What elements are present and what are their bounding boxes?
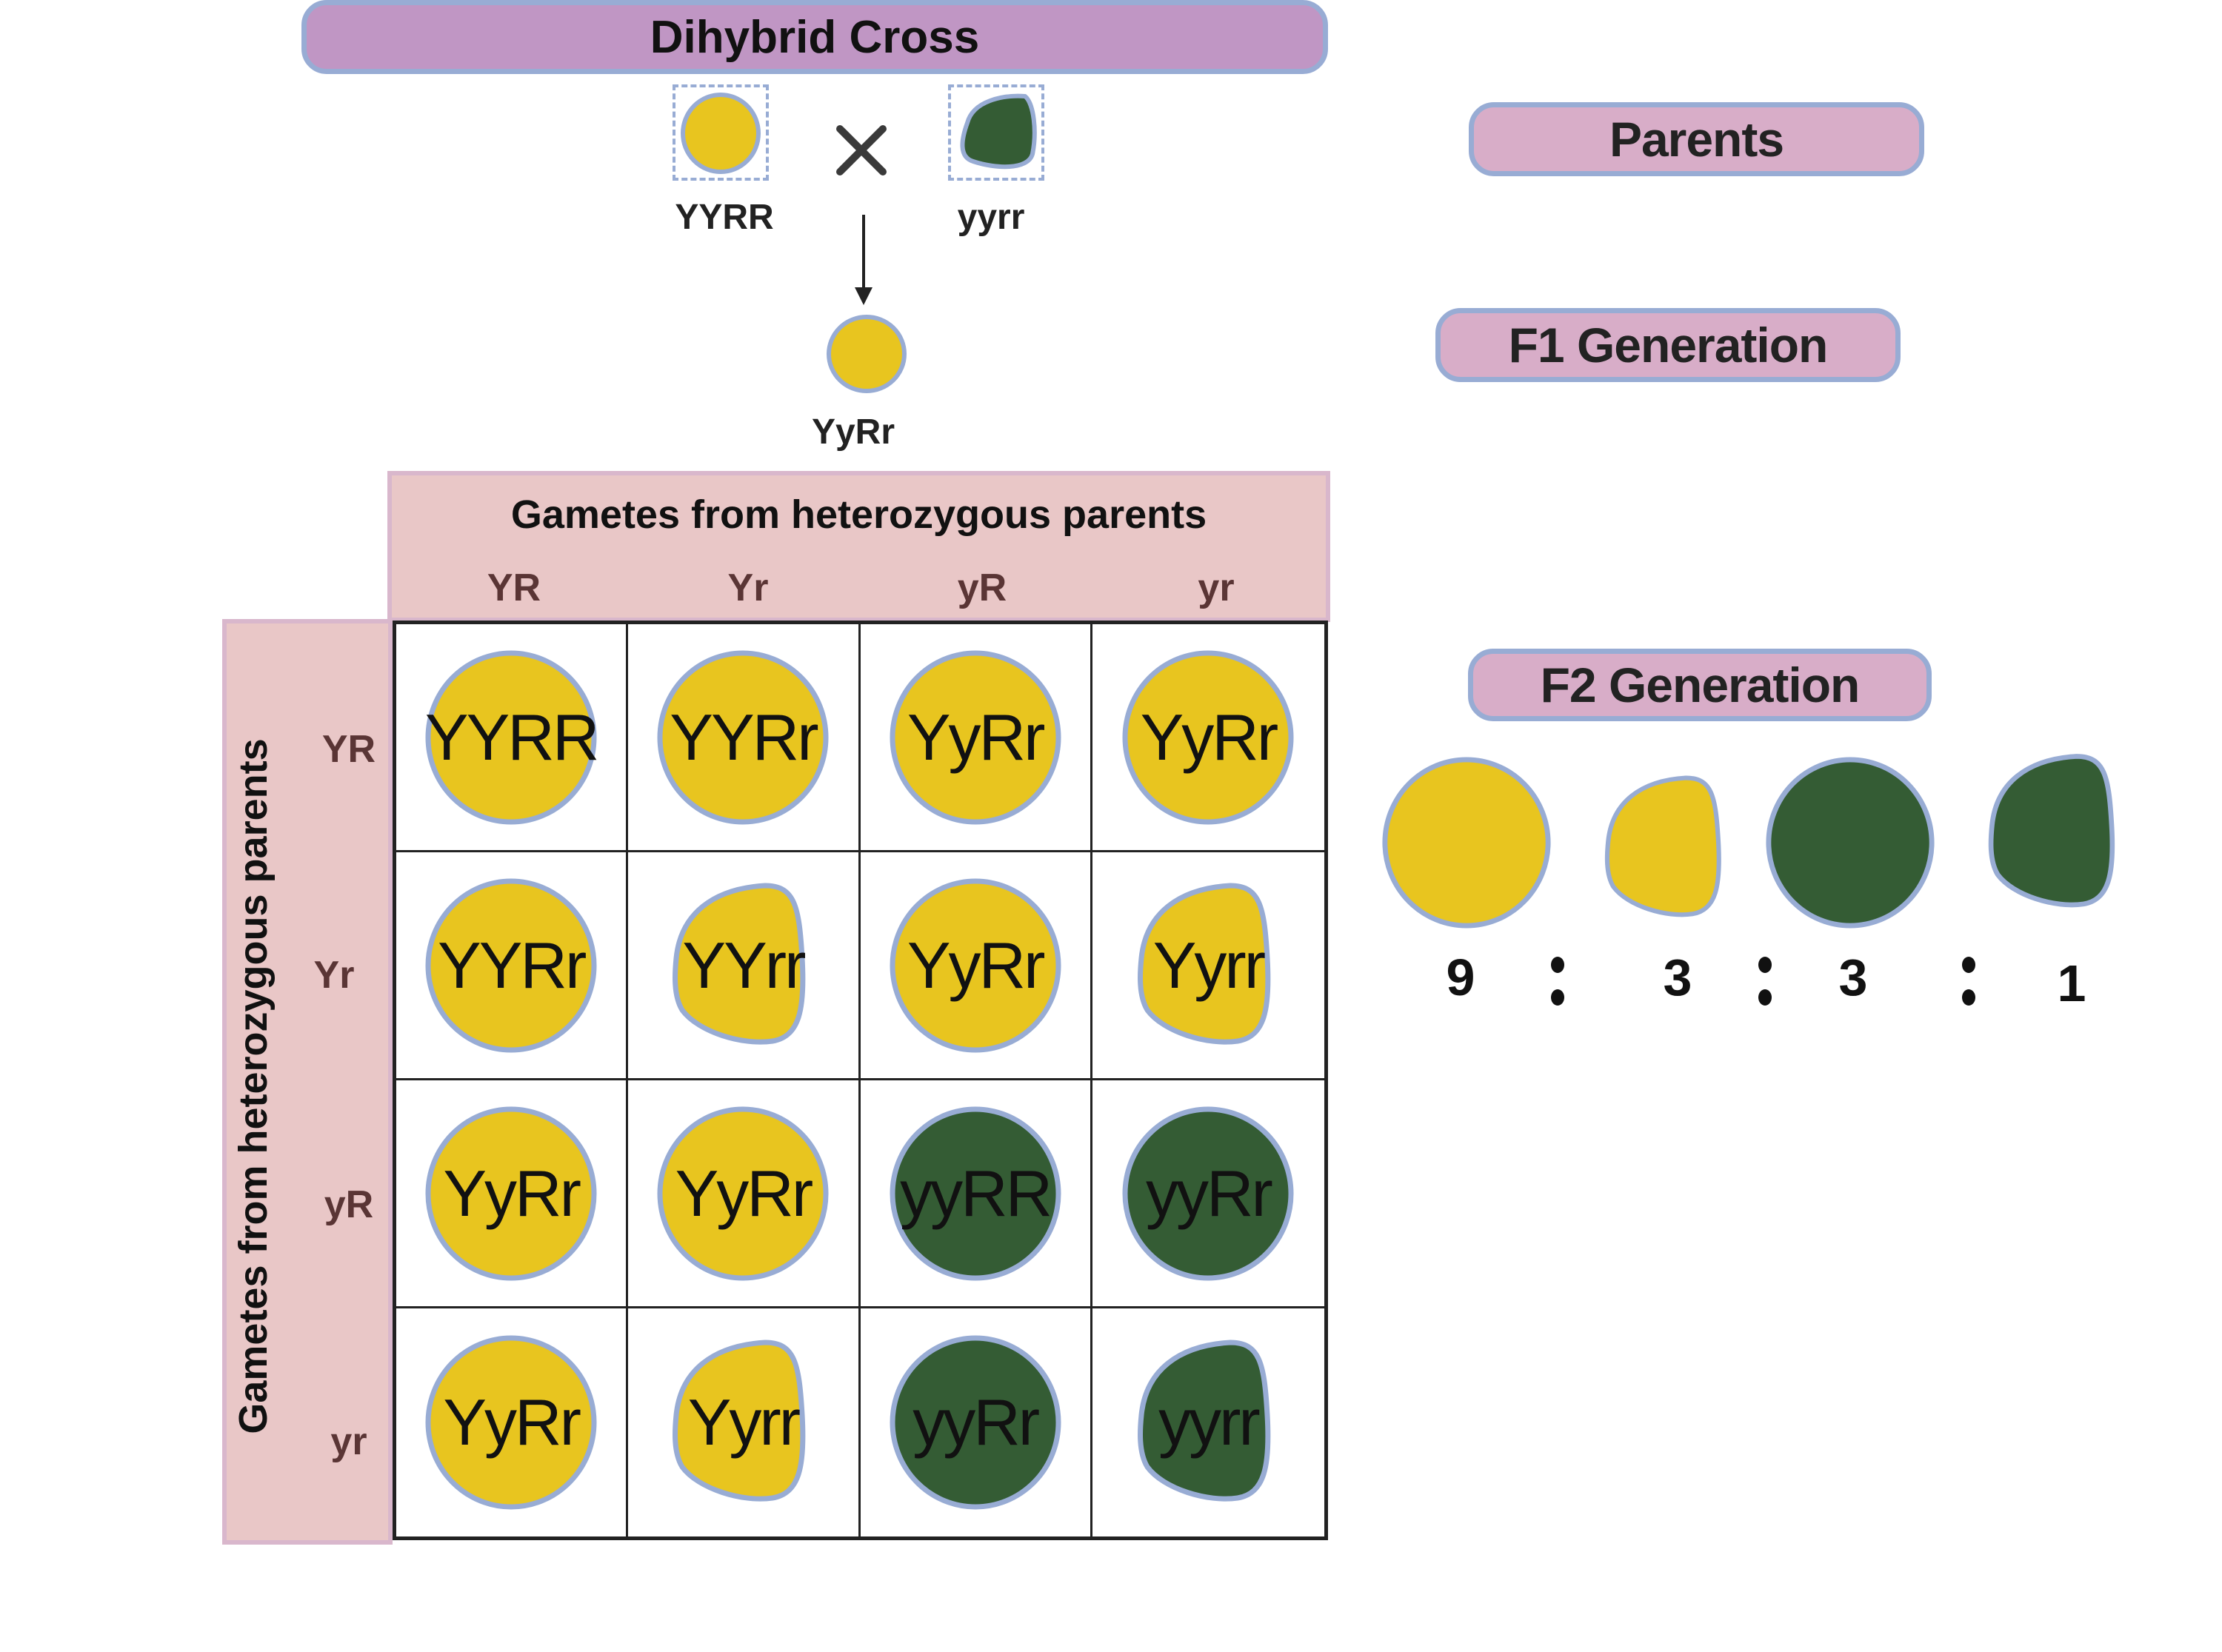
punnett-top-title: Gametes from heterozygous parents bbox=[510, 492, 1207, 537]
round-yellow-seed-icon bbox=[425, 650, 597, 824]
col-gamete-label: Yr bbox=[727, 566, 769, 609]
f2-ratio-value: 3 bbox=[1838, 949, 1868, 1006]
parent-right-genotype: yyrr bbox=[957, 198, 1025, 237]
label-f2-text: F2 Generation bbox=[1540, 658, 1861, 712]
punnett-cell-genotype: YYRR bbox=[424, 700, 600, 774]
punnett-cell-genotype: yyRR bbox=[900, 1156, 1052, 1230]
punnett-left-title: Gametes from heterozygous parents bbox=[231, 738, 276, 1434]
ratio-separator bbox=[1542, 948, 1572, 1014]
round-green-seed-icon bbox=[1122, 1106, 1294, 1280]
punnett-cell-genotype: yyrr bbox=[1158, 1385, 1261, 1459]
punnett-cell-genotype: YyRr bbox=[675, 1156, 814, 1230]
wrinkled-green-seed-icon bbox=[960, 93, 1037, 170]
wrinkled-green-seed-icon bbox=[1138, 1340, 1271, 1502]
punnett-cell-genotype: YyRr bbox=[1140, 700, 1279, 774]
punnett-cell-genotype: YyRr bbox=[907, 928, 1046, 1002]
col-gamete-label: yr bbox=[1198, 566, 1235, 609]
label-parents-text: Parents bbox=[1609, 112, 1784, 167]
punnett-cell-genotype: YyRr bbox=[907, 700, 1046, 774]
punnett-cell: Yyrr bbox=[628, 1308, 861, 1536]
f2-ratio-value: 9 bbox=[1446, 949, 1475, 1006]
punnett-cell-genotype: YYRr bbox=[438, 928, 587, 1002]
punnett-cell-genotype: YyRr bbox=[443, 1385, 581, 1459]
punnett-cell: YyRr bbox=[860, 624, 1092, 852]
punnett-cell: yyRr bbox=[1092, 1080, 1324, 1308]
wrinkled-yellow-seed-icon bbox=[673, 882, 806, 1045]
round-yellow-seed-icon bbox=[657, 650, 829, 824]
punnett-cell: Yyrr bbox=[1092, 852, 1324, 1080]
round-yellow-seed-icon bbox=[681, 93, 761, 174]
f2-ratio-value: 3 bbox=[1663, 949, 1692, 1006]
diagram-title: Dihybrid Cross bbox=[650, 11, 980, 63]
punnett-cell: yyrr bbox=[1092, 1308, 1324, 1536]
wrinkled-yellow-seed-icon bbox=[1138, 882, 1271, 1045]
punnett-cell: YYRr bbox=[628, 624, 861, 852]
punnett-cell: YyRr bbox=[1092, 624, 1324, 852]
row-gamete-label: yR bbox=[324, 1183, 374, 1226]
punnett-cell-genotype: yyRr bbox=[913, 1385, 1040, 1459]
f2-round-yellow-seed-icon bbox=[1382, 757, 1551, 929]
punnett-cell-genotype: YYrr bbox=[682, 928, 806, 1002]
cross-symbol bbox=[830, 118, 893, 182]
round-yellow-seed-icon bbox=[425, 878, 597, 1052]
punnett-left-header: Gametes from heterozygous parents YR Yr … bbox=[222, 619, 393, 1545]
f1-genotype: YyRr bbox=[811, 412, 895, 452]
label-f1-text: F1 Generation bbox=[1508, 318, 1829, 372]
round-green-seed-icon bbox=[890, 1335, 1061, 1510]
round-yellow-seed-icon bbox=[890, 650, 1061, 824]
punnett-cell: YyRr bbox=[628, 1080, 861, 1308]
f2-ratio-value: 1 bbox=[2057, 954, 2086, 1012]
round-yellow-seed-icon bbox=[1122, 650, 1294, 824]
f1-round-yellow-seed-icon bbox=[827, 315, 907, 393]
f2-wrinkled-green-seed-icon bbox=[1988, 754, 2115, 908]
col-gamete-label: yR bbox=[957, 566, 1007, 609]
label-parents: Parents bbox=[1469, 102, 1924, 176]
punnett-cell: YYRR bbox=[396, 624, 629, 852]
punnett-cell: YyRr bbox=[860, 852, 1092, 1080]
row-gamete-label: yr bbox=[330, 1420, 367, 1463]
punnett-cell-genotype: Yyrr bbox=[687, 1385, 801, 1459]
round-yellow-seed-icon bbox=[425, 1106, 597, 1280]
label-f2-generation: F2 Generation bbox=[1468, 649, 1932, 721]
row-gamete-label: YR bbox=[321, 728, 376, 771]
punnett-cell: yyRr bbox=[861, 1308, 1092, 1536]
cross-icon bbox=[836, 125, 887, 175]
row-gamete-label: Yr bbox=[313, 954, 355, 997]
col-gamete-label: YR bbox=[487, 566, 541, 609]
punnett-cell: YyRr bbox=[396, 1308, 629, 1536]
round-yellow-seed-icon bbox=[425, 1335, 597, 1510]
punnett-top-header: Gametes from heterozygous parents YR Yr … bbox=[387, 471, 1330, 622]
punnett-cell: YyRr bbox=[396, 1080, 629, 1308]
f2-round-green-seed-icon bbox=[1766, 757, 1935, 929]
punnett-cell: yyRR bbox=[860, 1080, 1092, 1308]
round-yellow-seed-icon bbox=[890, 878, 1061, 1052]
down-arrow-icon bbox=[855, 215, 873, 305]
title-bar: Dihybrid Cross bbox=[301, 0, 1328, 74]
f2-wrinkled-yellow-seed-icon bbox=[1604, 775, 1721, 917]
round-green-seed-icon bbox=[890, 1106, 1061, 1280]
parent-left-genotype: YYRR bbox=[675, 198, 774, 237]
punnett-cell-genotype: yyRr bbox=[1145, 1156, 1273, 1230]
ratio-separator bbox=[1749, 948, 1779, 1014]
punnett-cell-genotype: YyRr bbox=[443, 1156, 581, 1230]
parent-right-frame bbox=[948, 84, 1044, 181]
wrinkled-yellow-seed-icon bbox=[673, 1340, 806, 1502]
round-yellow-seed-icon bbox=[657, 1106, 829, 1280]
punnett-cell: YYRr bbox=[396, 852, 629, 1080]
punnett-cell-genotype: Yyrr bbox=[1152, 928, 1266, 1002]
ratio-separator bbox=[1953, 948, 1983, 1014]
parent-left-frame bbox=[673, 84, 769, 181]
punnett-cell: YYrr bbox=[628, 852, 861, 1080]
label-f1-generation: F1 Generation bbox=[1435, 308, 1901, 382]
punnett-cell-genotype: YYRr bbox=[670, 700, 818, 774]
